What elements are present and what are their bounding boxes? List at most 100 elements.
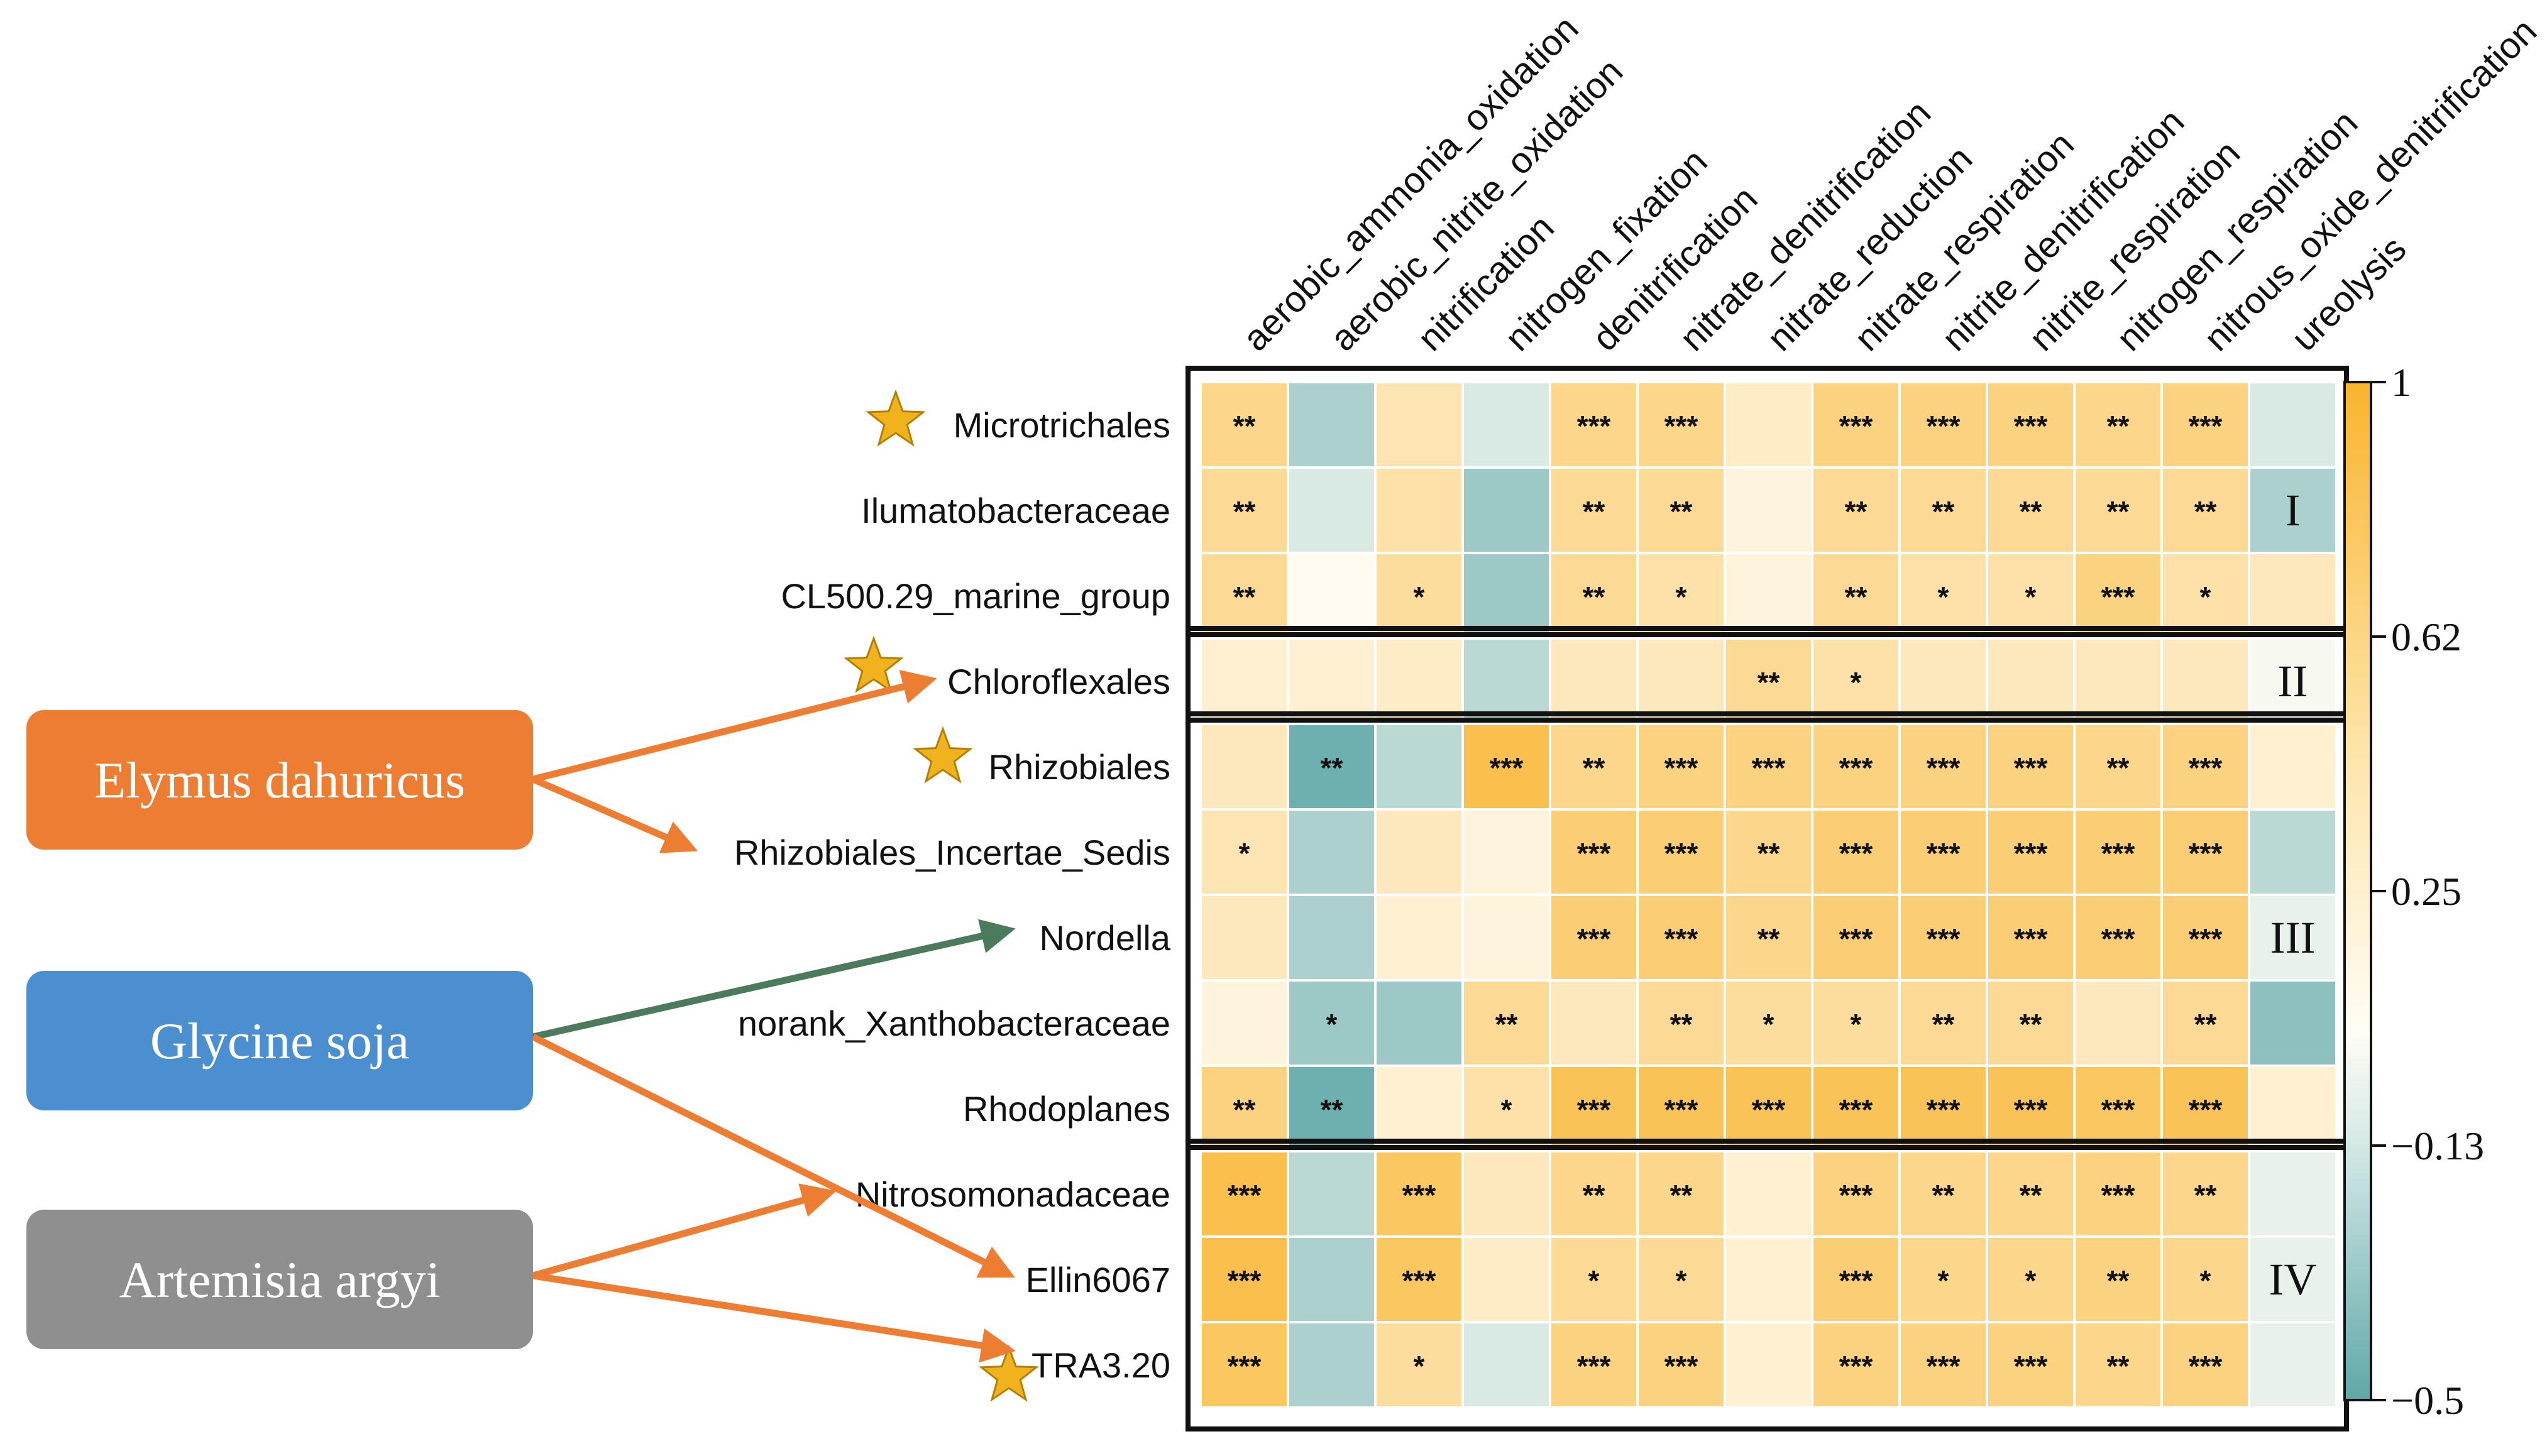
significance-mark: **	[2194, 1179, 2217, 1212]
significance-mark: ***	[1490, 752, 1524, 784]
star-icon	[844, 635, 904, 693]
heatmap-cell	[1374, 552, 1464, 640]
heatmap-cell	[1811, 552, 1901, 640]
heatmap-cell	[1724, 552, 1813, 640]
significance-mark: ***	[1839, 1093, 1873, 1126]
significance-mark: ***	[2014, 410, 2048, 442]
heatmap-cell	[1898, 808, 1988, 896]
heatmap-cell	[2248, 552, 2338, 640]
heatmap-cell	[1374, 979, 1464, 1067]
heatmap-cell	[1287, 637, 1377, 725]
significance-mark: ***	[2101, 581, 2135, 613]
heatmap-cell	[1986, 808, 2076, 896]
plant-label-elymus-dahuricus: Elymus dahuricus	[94, 752, 465, 809]
group-label-iv: IV	[2269, 1254, 2317, 1305]
heatmap-cell	[1898, 1321, 1988, 1409]
row-label-nitrosomonadaceae: Nitrosomonadaceae	[855, 1174, 1170, 1214]
significance-mark: ***	[1577, 1350, 1611, 1382]
heatmap-cell	[1986, 1321, 2076, 1409]
row-label-ilumatobacteraceae: Ilumatobacteraceae	[861, 491, 1170, 530]
colorbar-tick-label: −0.5	[2391, 1378, 2464, 1423]
plant-box-elymus-dahuricus	[26, 710, 533, 850]
heatmap-cell	[1549, 723, 1639, 811]
significance-mark: *	[2025, 581, 2037, 613]
heatmap-cell	[1461, 723, 1551, 811]
heatmap-cell	[1986, 552, 2076, 640]
heatmap-cell	[1374, 637, 1464, 725]
significance-mark: ***	[1839, 752, 1873, 784]
plant-arrow	[532, 919, 1016, 1041]
row-label-cl500-29-marine-group: CL500.29_marine_group	[781, 576, 1170, 616]
row-label-microtrichales: Microtrichales	[954, 405, 1170, 445]
heatmap-cell	[1811, 894, 1901, 982]
heatmap-cell	[1287, 808, 1377, 896]
significance-mark: *	[1676, 1264, 1687, 1297]
significance-mark: ***	[2014, 922, 2048, 955]
significance-mark: *	[2025, 1264, 2037, 1297]
significance-mark: *	[2200, 1264, 2211, 1297]
significance-mark: ***	[1664, 410, 1698, 442]
colorbar-tick-label: 1	[2391, 360, 2411, 405]
significance-mark: **	[1670, 1179, 1693, 1212]
plant-label-glycine-soja: Glycine soja	[150, 1012, 409, 1070]
heatmap-cell	[1636, 894, 1726, 982]
significance-mark: ***	[2189, 752, 2223, 784]
heatmap-cell	[1549, 894, 1639, 982]
significance-mark: ***	[2189, 922, 2223, 955]
significance-mark: **	[1758, 922, 1780, 955]
heatmap-cell	[1724, 808, 1813, 896]
significance-mark: **	[1233, 410, 1256, 442]
significance-mark: ***	[1927, 410, 1961, 442]
significance-mark: *	[2200, 581, 2211, 613]
heatmap-cell	[1636, 637, 1726, 725]
heatmap-cell	[2073, 466, 2163, 554]
heatmap-cell	[1549, 1150, 1639, 1238]
heatmap-cell	[2073, 381, 2163, 469]
heatmap-cell	[1287, 894, 1377, 982]
heatmap-cell	[1898, 894, 1988, 982]
heatmap-cell	[1724, 1235, 1813, 1323]
significance-mark: *	[1501, 1093, 1512, 1126]
heatmap-cell	[2073, 808, 2163, 896]
heatmap-cell	[1461, 979, 1551, 1067]
significance-mark: **	[2107, 1350, 2130, 1382]
heatmap-cell	[1986, 466, 2076, 554]
heatmap-cell	[2248, 723, 2338, 811]
heatmap-cell	[1724, 466, 1813, 554]
heatmap-cell	[2160, 808, 2250, 896]
heatmap-cell	[1898, 637, 1988, 725]
heatmap-cell	[1898, 1065, 1988, 1152]
row-label-ellin6067: Ellin6067	[1026, 1260, 1170, 1300]
heatmap-cell	[1287, 552, 1377, 640]
significance-mark: **	[1495, 1008, 1518, 1041]
heatmap-cell	[1287, 1150, 1377, 1238]
significance-mark: **	[1932, 1179, 1955, 1212]
significance-mark: **	[2194, 495, 2217, 528]
heatmap-cell	[1199, 552, 1289, 640]
heatmap-cell	[2160, 637, 2250, 725]
heatmap-cell	[1374, 723, 1464, 811]
heatmap-cell	[1549, 979, 1639, 1067]
heatmap-cell	[1461, 637, 1551, 725]
significance-mark: ***	[1839, 837, 1873, 870]
significance-mark: *	[1414, 581, 1425, 613]
significance-mark: **	[1758, 666, 1780, 699]
heatmap-cell	[1287, 1321, 1377, 1409]
heatmap-cell	[2248, 1150, 2338, 1238]
significance-mark: *	[1414, 1350, 1425, 1382]
significance-marks: ****************************************…	[1228, 410, 2223, 1382]
heatmap-cell	[1811, 381, 1901, 469]
heatmap-cell	[1287, 979, 1377, 1067]
heatmap-cell	[1461, 1150, 1551, 1238]
significance-mark: ***	[1577, 837, 1611, 870]
heatmap-cell	[1374, 1150, 1464, 1238]
heatmap-cell	[1811, 1321, 1901, 1409]
heatmap-cell	[1199, 1065, 1289, 1152]
significance-mark: ***	[2014, 752, 2048, 784]
heatmap-cell	[2073, 1065, 2163, 1152]
colorbar-tick-label: 0.62	[2391, 615, 2462, 659]
heatmap-cell	[2248, 381, 2338, 469]
significance-mark: **	[1321, 1093, 1343, 1126]
